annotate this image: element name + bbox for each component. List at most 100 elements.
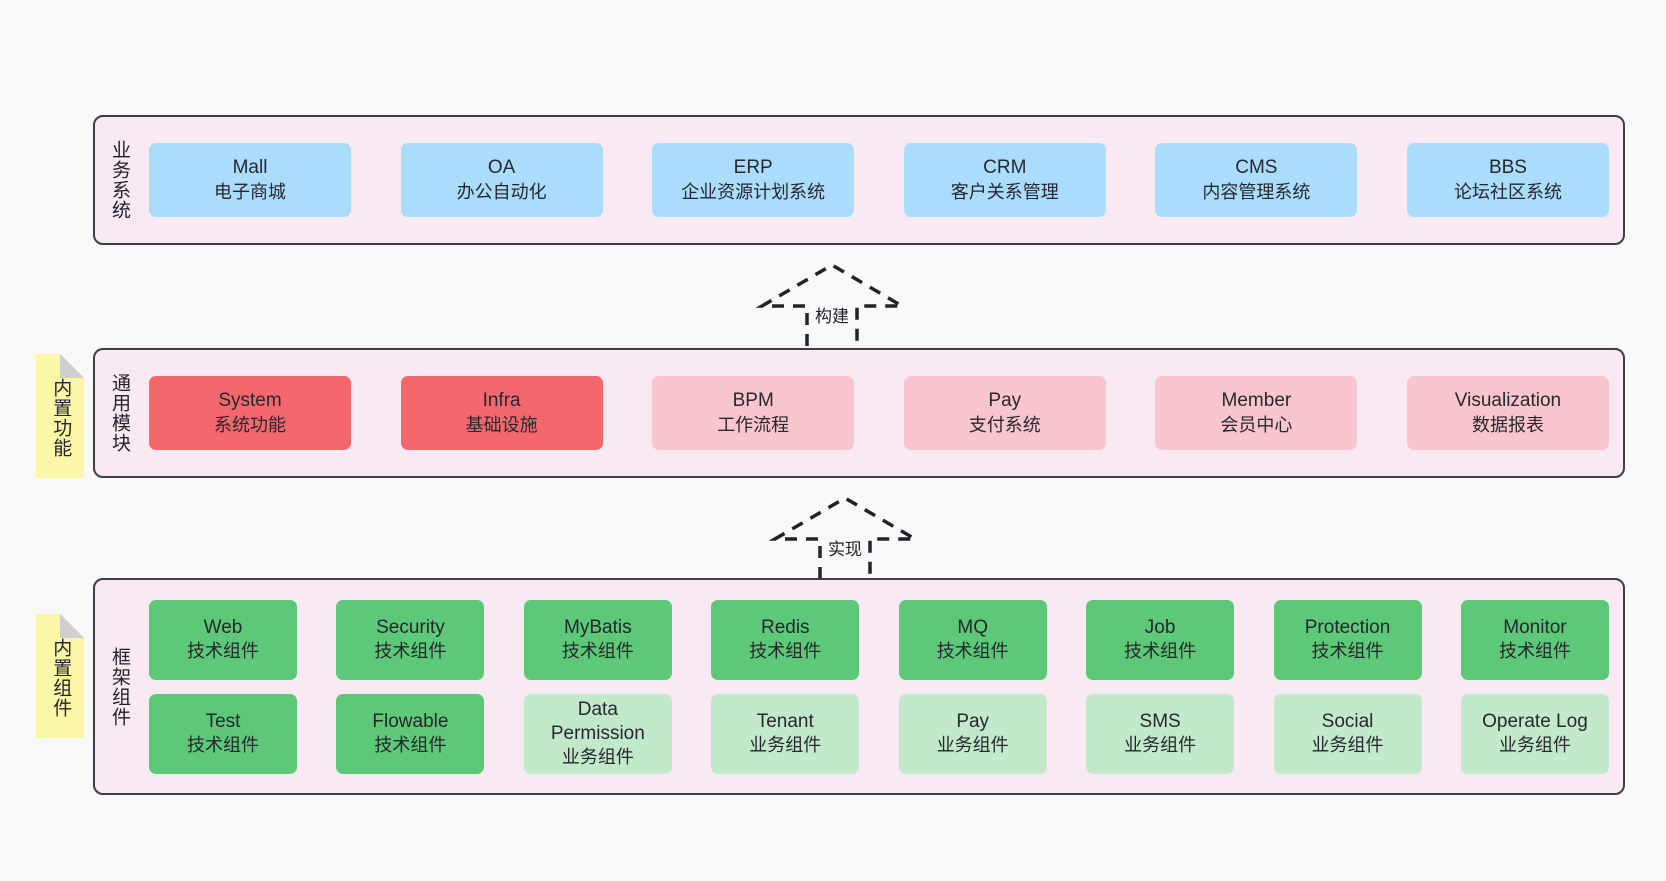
build-arrow-label: 构建 xyxy=(815,307,849,326)
card-infra-subtitle: 基础设施 xyxy=(465,414,538,435)
card-security[interactable]: Security 技术组件 xyxy=(336,599,485,680)
card-infra[interactable]: Infra 基础设施 xyxy=(400,376,603,450)
card-web-title: Web xyxy=(203,616,243,638)
card-oa[interactable]: OA 办公自动化 xyxy=(400,143,603,217)
card-pay-component-title: Pay xyxy=(956,710,990,732)
card-monitor-title: Monitor xyxy=(1503,616,1567,638)
card-oa-subtitle: 办公自动化 xyxy=(456,181,547,202)
card-mq-subtitle: 技术组件 xyxy=(936,641,1009,662)
card-mq[interactable]: MQ 技术组件 xyxy=(898,599,1047,680)
implement-arrow-label: 实现 xyxy=(828,540,862,559)
card-monitor[interactable]: Monitor 技术组件 xyxy=(1460,599,1609,680)
layer-body-common-module: System 系统功能 Infra 基础设施 BPM 工作流程 Pay 支付系统… xyxy=(143,350,1623,476)
card-protection-subtitle: 技术组件 xyxy=(1311,641,1384,662)
card-visualization-title: Visualization xyxy=(1454,390,1562,412)
card-erp-subtitle: 企业资源计划系统 xyxy=(681,181,826,202)
card-test[interactable]: Test 技术组件 xyxy=(149,693,297,774)
card-visualization-subtitle: 数据报表 xyxy=(1471,414,1544,435)
card-mybatis-subtitle: 技术组件 xyxy=(561,641,634,662)
card-flowable[interactable]: Flowable 技术组件 xyxy=(336,693,485,774)
card-pay-component[interactable]: Pay 业务组件 xyxy=(898,693,1047,774)
layer-body-business-system: Mall 电子商城 OA 办公自动化 ERP 企业资源计划系统 CRM 客户关系… xyxy=(143,117,1623,243)
build-arrow: 构建 xyxy=(755,262,909,346)
card-crm[interactable]: CRM 客户关系管理 xyxy=(903,143,1106,217)
card-mybatis-title: MyBatis xyxy=(564,616,632,638)
card-mall[interactable]: Mall 电子商城 xyxy=(149,143,351,217)
card-bpm-title: BPM xyxy=(732,390,774,412)
card-bbs-title: BBS xyxy=(1488,157,1527,179)
card-operate-log-title: Operate Log xyxy=(1482,710,1588,732)
card-pay-component-subtitle: 业务组件 xyxy=(936,735,1009,756)
card-pay-module[interactable]: Pay 支付系统 xyxy=(903,376,1106,450)
card-erp-title: ERP xyxy=(733,157,773,179)
card-erp[interactable]: ERP 企业资源计划系统 xyxy=(652,143,855,217)
card-sms-subtitle: 业务组件 xyxy=(1124,735,1197,756)
card-tenant-title: Tenant xyxy=(756,710,814,732)
card-cms[interactable]: CMS 内容管理系统 xyxy=(1155,143,1358,217)
card-bbs-subtitle: 论坛社区系统 xyxy=(1453,181,1562,202)
card-security-title: Security xyxy=(376,616,445,638)
card-operate-log-subtitle: 业务组件 xyxy=(1498,735,1571,756)
card-job-subtitle: 技术组件 xyxy=(1124,641,1197,662)
card-sms[interactable]: SMS 业务组件 xyxy=(1086,693,1235,774)
card-protection-title: Protection xyxy=(1304,616,1391,638)
card-redis[interactable]: Redis 技术组件 xyxy=(711,599,860,680)
card-bbs[interactable]: BBS 论坛社区系统 xyxy=(1406,143,1609,217)
business-card-row: Mall 电子商城 OA 办公自动化 ERP 企业资源计划系统 CRM 客户关系… xyxy=(149,143,1609,217)
card-mq-title: MQ xyxy=(957,616,988,638)
card-social-title: Social xyxy=(1321,710,1374,732)
card-infra-title: Infra xyxy=(482,390,521,412)
card-cms-title: CMS xyxy=(1235,157,1278,179)
layer-title-business-system: 业务系统 xyxy=(109,140,131,220)
card-test-title: Test xyxy=(205,710,241,732)
card-flowable-subtitle: 技术组件 xyxy=(374,735,447,756)
module-card-row: System 系统功能 Infra 基础设施 BPM 工作流程 Pay 支付系统… xyxy=(149,376,1609,450)
card-tenant[interactable]: Tenant 业务组件 xyxy=(711,693,860,774)
sticky-note-builtin-component: 内置组件 xyxy=(36,614,84,738)
biz-component-row: Test 技术组件 Flowable 技术组件 Data Permission … xyxy=(149,693,1609,774)
card-operate-log[interactable]: Operate Log 业务组件 xyxy=(1460,693,1609,774)
card-protection[interactable]: Protection 技术组件 xyxy=(1273,599,1422,680)
card-crm-subtitle: 客户关系管理 xyxy=(950,181,1059,202)
tech-component-row: Web 技术组件 Security 技术组件 MyBatis 技术组件 Redi… xyxy=(149,599,1609,680)
card-redis-subtitle: 技术组件 xyxy=(749,641,822,662)
layer-common-module: 通用模块 System 系统功能 Infra 基础设施 BPM 工作流程 Pay… xyxy=(93,348,1625,478)
component-stack: Web 技术组件 Security 技术组件 MyBatis 技术组件 Redi… xyxy=(149,588,1609,786)
card-web-subtitle: 技术组件 xyxy=(187,641,259,662)
card-pay-module-subtitle: 支付系统 xyxy=(968,414,1041,435)
card-mall-subtitle: 电子商城 xyxy=(214,181,286,202)
card-pay-module-title: Pay xyxy=(988,390,1022,412)
layer-framework-component: 框架组件 Web 技术组件 Security 技术组件 MyBatis 技术组件 xyxy=(93,578,1625,795)
card-system[interactable]: System 系统功能 xyxy=(149,376,351,450)
card-redis-title: Redis xyxy=(760,616,810,638)
layer-title-common-module: 通用模块 xyxy=(109,373,131,453)
card-job[interactable]: Job 技术组件 xyxy=(1086,599,1235,680)
card-social[interactable]: Social 业务组件 xyxy=(1273,693,1422,774)
card-security-subtitle: 技术组件 xyxy=(374,641,447,662)
card-bpm-subtitle: 工作流程 xyxy=(717,414,790,435)
card-sms-title: SMS xyxy=(1139,710,1181,732)
layer-title-framework-component: 框架组件 xyxy=(109,646,131,727)
card-monitor-subtitle: 技术组件 xyxy=(1498,641,1571,662)
card-system-title: System xyxy=(218,390,282,412)
card-job-title: Job xyxy=(1144,616,1176,638)
card-data-permission-subtitle: 业务组件 xyxy=(561,747,634,768)
card-mybatis[interactable]: MyBatis 技术组件 xyxy=(523,599,672,680)
card-flowable-title: Flowable xyxy=(372,710,449,732)
card-oa-title: OA xyxy=(487,157,516,179)
card-cms-subtitle: 内容管理系统 xyxy=(1202,181,1311,202)
card-data-permission[interactable]: Data Permission 业务组件 xyxy=(523,693,672,774)
card-mall-title: Mall xyxy=(232,157,268,179)
card-web[interactable]: Web 技术组件 xyxy=(149,599,297,680)
card-social-subtitle: 业务组件 xyxy=(1311,735,1384,756)
card-member-subtitle: 会员中心 xyxy=(1220,414,1293,435)
card-visualization[interactable]: Visualization 数据报表 xyxy=(1406,376,1609,450)
card-data-permission-title: Data Permission xyxy=(550,698,645,744)
card-member[interactable]: Member 会员中心 xyxy=(1155,376,1358,450)
layer-body-framework-component: Web 技术组件 Security 技术组件 MyBatis 技术组件 Redi… xyxy=(143,580,1623,793)
implement-arrow: 实现 xyxy=(768,495,922,579)
sticky-note-builtin-component-text: 内置组件 xyxy=(50,638,72,718)
card-bpm[interactable]: BPM 工作流程 xyxy=(652,376,855,450)
card-test-subtitle: 技术组件 xyxy=(187,735,259,756)
